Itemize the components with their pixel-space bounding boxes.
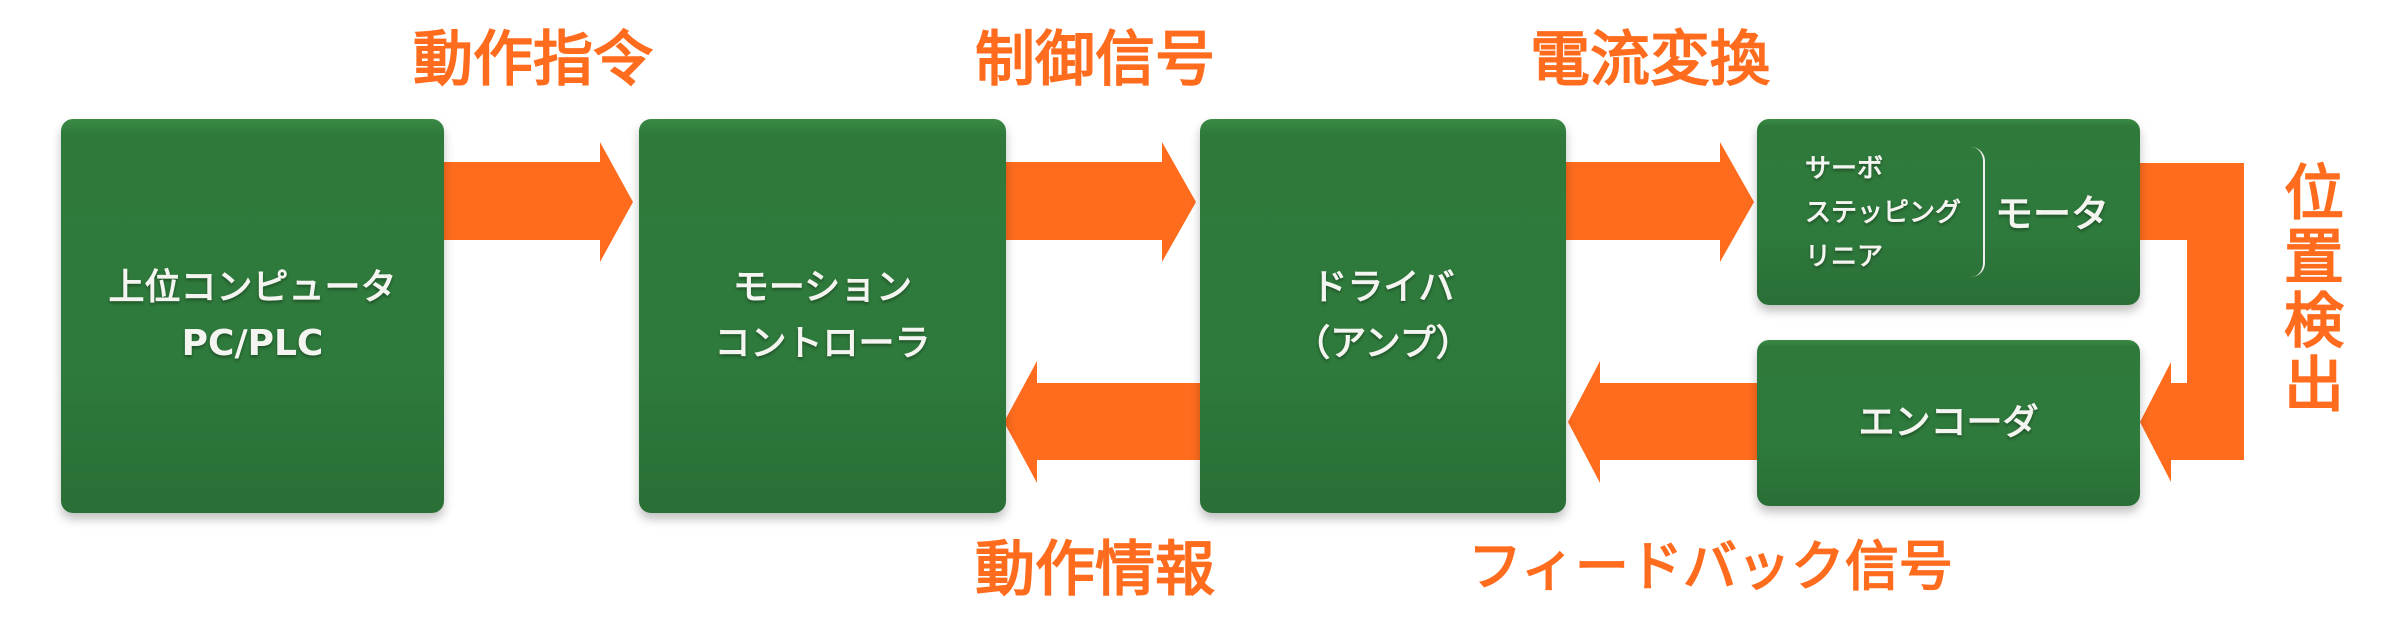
position-char: 位 xyxy=(2284,159,2344,229)
motor-box: サーボ ステッピング リニア モータ xyxy=(1757,119,2140,305)
controller-line1: モーション xyxy=(732,267,913,308)
arrow-host-to-controller xyxy=(444,142,633,262)
controller-line2: コントローラ xyxy=(714,323,931,364)
motor-type: サーボ xyxy=(1805,154,1884,184)
host-line2: PC/PLC xyxy=(181,323,324,364)
label-motion-info: 動作情報 xyxy=(975,535,1215,605)
encoder-box: エンコーダ xyxy=(1757,340,2140,506)
arrow-driver-to-motor xyxy=(1566,142,1754,262)
arrow-controller-to-driver xyxy=(1006,142,1196,262)
driver-line1: ドライバ xyxy=(1311,267,1455,308)
label-feedback-signal: フィードバック信号 xyxy=(1468,535,1953,598)
motor-type: ステッピング xyxy=(1805,198,1962,228)
position-char: 検 xyxy=(2284,287,2344,357)
host-line1: 上位コンピュータ xyxy=(108,267,397,308)
label-position-detection: 位 置 検 出 xyxy=(2282,162,2346,418)
motion-controller-box: モーション コントローラ xyxy=(639,119,1006,513)
motor-types: サーボ ステッピング リニア xyxy=(1805,147,1961,279)
label-control-signal: 制御信号 xyxy=(975,25,1215,95)
arrow-driver-to-controller xyxy=(1004,361,1200,483)
encoder-name: エンコーダ xyxy=(1858,402,2039,443)
host-computer-box: 上位コンピュータ PC/PLC xyxy=(61,119,444,513)
position-char: 出 xyxy=(2284,351,2344,421)
brace xyxy=(1969,147,1985,277)
driver-box: ドライバ （アンプ） xyxy=(1200,119,1566,513)
position-char: 置 xyxy=(2284,223,2344,293)
arrow-motor-to-encoder-loop xyxy=(2136,163,2244,482)
arrow-encoder-to-driver xyxy=(1568,361,1757,483)
motor-type: リニア xyxy=(1805,242,1884,272)
label-current-conversion: 電流変換 xyxy=(1530,25,1770,95)
driver-line2: （アンプ） xyxy=(1294,323,1472,364)
label-motion-command: 動作指令 xyxy=(413,25,653,95)
motor-name: モータ xyxy=(1995,192,2110,236)
